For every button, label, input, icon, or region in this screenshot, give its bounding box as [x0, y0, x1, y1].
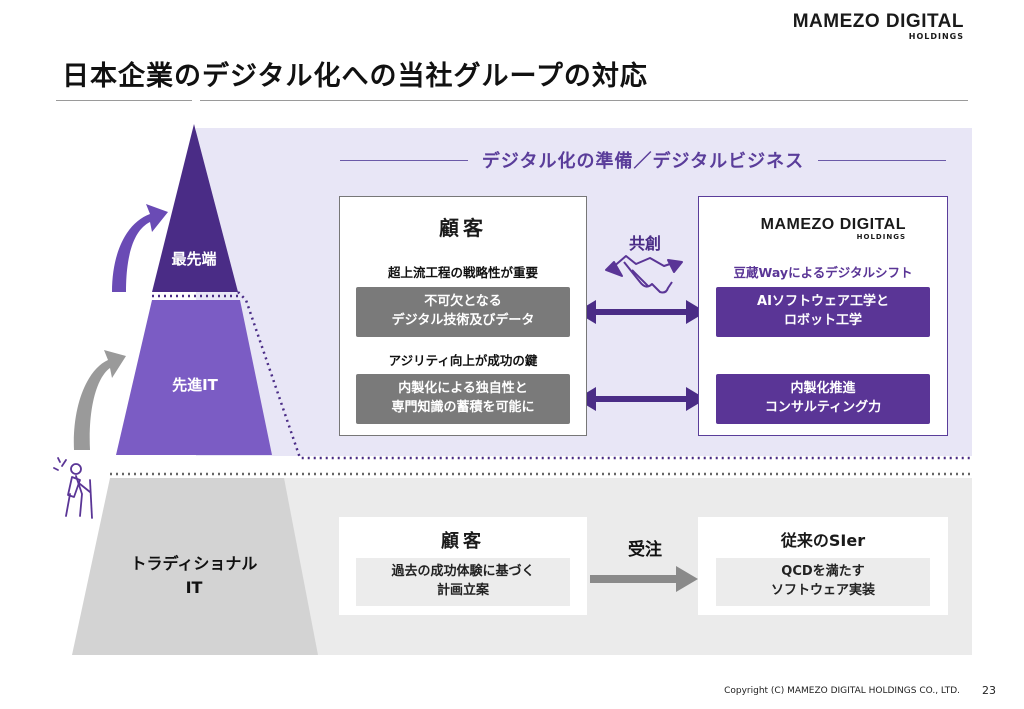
section-title-text: デジタル化の準備／デジタルビジネス	[481, 151, 805, 172]
double-arrow-2	[576, 387, 706, 411]
pyramid-top-label: 最先端	[171, 250, 217, 268]
logo-main-text: MAMEZO DIGITAL	[792, 11, 964, 32]
customer-heading-lower: 顧客	[441, 531, 485, 552]
pyramid-bottom	[72, 478, 318, 655]
mamezo-box-logo-sub: HOLDINGS	[856, 233, 906, 241]
ai-robotics-line2: ロボット工学	[783, 313, 862, 328]
double-arrow-1	[576, 300, 706, 324]
legacy-planning-box: 過去の成功体験に基づく 計画立案	[356, 558, 570, 606]
insourcing-line2: 専門知識の蓄積を可能に	[391, 400, 535, 415]
pyramid-bottom-line2: IT	[185, 578, 203, 597]
insourcing-consulting-line2: コンサルティング力	[764, 400, 882, 415]
qcd-line2: ソフトウェア実装	[770, 583, 875, 598]
handshake-icon	[605, 255, 683, 294]
insourcing-button: 内製化による独自性と 専門知識の蓄積を可能に	[356, 374, 570, 424]
curved-arrow-mid	[73, 350, 126, 450]
hiker-icon	[53, 457, 93, 519]
cocreation-label: 共創	[628, 234, 661, 253]
strategy-label: 超上流工程の戦略性が重要	[387, 265, 538, 280]
pyramid-middle-label: 先進IT	[172, 376, 218, 394]
title-rule-right	[200, 100, 968, 101]
curved-arrow-top	[112, 204, 168, 292]
digital-tech-button: 不可欠となる デジタル技術及びデータ	[356, 287, 570, 337]
mamezo-box-logo: MAMEZO DIGITAL HOLDINGS	[714, 216, 906, 242]
order-arrow	[590, 566, 698, 592]
page-number: 23	[982, 684, 996, 697]
pyramid-top	[152, 124, 238, 292]
insourcing-consulting-line1: 内製化推進	[790, 381, 856, 397]
pyramid-bottom-line1: トラディショナル	[130, 554, 258, 573]
insourcing-line1: 内製化による独自性と	[398, 381, 528, 397]
title-rule-left	[56, 100, 192, 101]
qcd-line1: QCDを満たす	[781, 564, 865, 580]
pyramid-bottom-label: トラディショナル IT	[104, 552, 284, 600]
header-logo: MAMEZO DIGITAL HOLDINGS	[772, 12, 964, 44]
pyramid-middle	[116, 300, 272, 455]
section-title-rule-left	[340, 159, 468, 161]
customer-heading-upper: 顧客	[439, 216, 487, 240]
copyright-text: Copyright (C) MAMEZO DIGITAL HOLDINGS CO…	[724, 686, 960, 696]
page-title: 日本企業のデジタル化への当社グループの対応	[62, 61, 648, 92]
ai-robotics-button: AIソフトウェア工学と ロボット工学	[716, 287, 930, 337]
logo-sub-text: HOLDINGS	[908, 32, 964, 41]
order-label: 受注	[628, 540, 662, 560]
digital-tech-line1: 不可欠となる	[424, 294, 502, 310]
sier-heading: 従来のSIer	[780, 531, 866, 550]
agility-label: アジリティ向上が成功の鍵	[388, 353, 538, 368]
insourcing-consulting-button: 内製化推進 コンサルティング力	[716, 374, 930, 424]
legacy-planning-line1: 過去の成功体験に基づく	[391, 564, 535, 580]
mamezo-way-label: 豆蔵Wayによるデジタルシフト	[733, 265, 913, 280]
mamezo-box-logo-main: MAMEZO DIGITAL	[760, 216, 906, 233]
section-title: デジタル化の準備／デジタルビジネス	[340, 148, 946, 172]
ai-robotics-line1: AIソフトウェア工学と	[757, 294, 889, 310]
legacy-planning-line2: 計画立案	[436, 583, 489, 598]
digital-tech-line2: デジタル技術及びデータ	[391, 313, 535, 328]
qcd-box: QCDを満たす ソフトウェア実装	[716, 558, 930, 606]
section-title-rule-right	[818, 159, 946, 161]
